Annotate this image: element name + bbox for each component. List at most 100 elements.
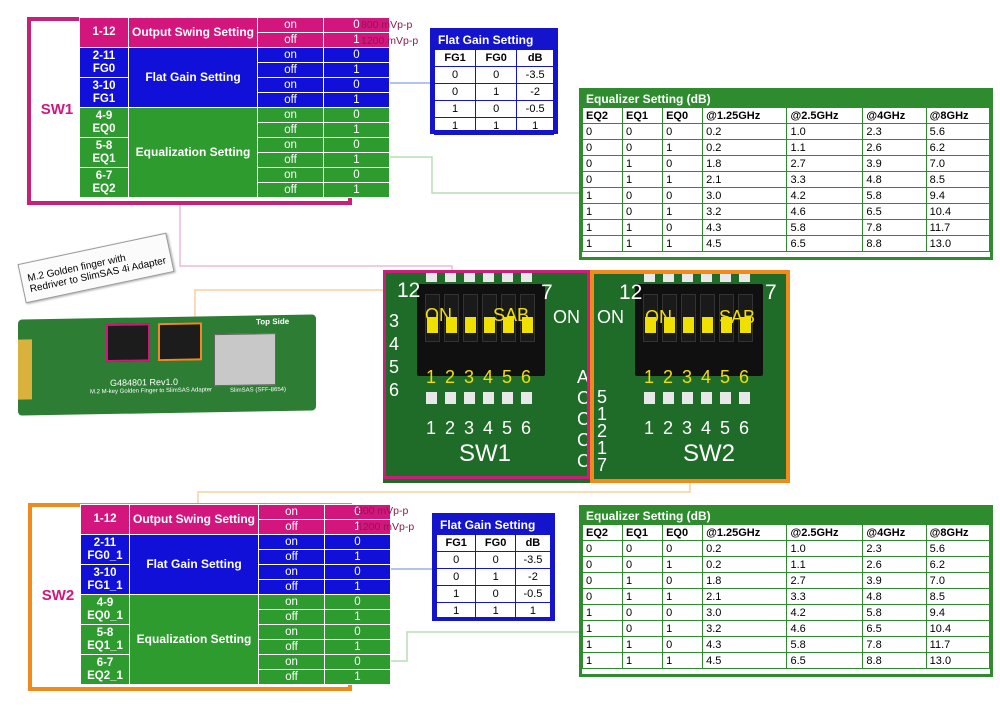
sw2-solder-pad [682, 392, 693, 404]
table-cell: 1 [581, 219, 624, 236]
table-cell: 0 [581, 556, 624, 573]
sw1-solder-pad [464, 270, 475, 282]
sw2-lever-number: 3 [682, 367, 693, 387]
sw2-lever [662, 294, 677, 342]
sw1-lever-number: 4 [483, 367, 494, 387]
sw1-pad-number: 3 [464, 418, 475, 438]
table-cell: 0.2 [702, 556, 788, 573]
table-cell: 3.2 [702, 203, 788, 220]
table-cell: 0.2 [702, 139, 788, 156]
sw1-solder-pad [483, 392, 494, 404]
table-cell: 6.5 [786, 235, 864, 252]
column-header: @2.5GHz [786, 524, 864, 541]
table-cell: 13.0 [925, 652, 991, 669]
sw1-solder-pad [445, 392, 456, 404]
column-header: @8GHz [925, 524, 991, 541]
sw2-solder-pad [682, 270, 693, 282]
column-header: EQ1 [622, 524, 664, 541]
sw2-solder-pad [663, 392, 674, 404]
board-thumbnail: Top Side G484801 Rev1.0 M.2 M-key Golden… [18, 314, 316, 416]
table-cell: 3.3 [786, 588, 864, 605]
column-header: @4GHz [862, 107, 927, 124]
table-cell: 4.5 [702, 652, 788, 669]
pcb-pin-number: 4 [389, 334, 400, 354]
sw1-lever-number: 3 [464, 367, 475, 387]
sw1-photo-frame [383, 270, 590, 479]
table-cell: 2.1 [702, 171, 788, 188]
sw1-solder-pad [483, 270, 494, 282]
sw2-pad-number: 4 [701, 418, 712, 438]
table-cell: 1.1 [786, 556, 864, 573]
sw1-lever-number: 5 [502, 367, 513, 387]
pcb-pin-number: 5 [389, 357, 400, 377]
table-cell: 1 [662, 620, 704, 637]
table-cell: 9.4 [925, 187, 991, 204]
table-cell: 9.4 [925, 604, 991, 621]
table-cell: 0 [622, 604, 664, 621]
equalization-label: Equalization Setting [128, 107, 258, 198]
column-header: EQ0 [662, 107, 704, 124]
table-cell: 0 [622, 203, 664, 220]
eq-line-1 [348, 156, 580, 194]
table-cell: 1 [622, 588, 664, 605]
table-cell: 6.2 [925, 556, 991, 573]
pin-3-10: 3-10 FG1_1 [80, 564, 130, 595]
table-cell: 1 [662, 588, 704, 605]
table-cell: 5.8 [862, 187, 927, 204]
column-header: @2.5GHz [786, 107, 864, 124]
table-cell: 1.8 [702, 155, 788, 172]
pcb-silkscreen-letter: C [577, 451, 590, 471]
pin-6-7: 6-7 EQ2 [79, 167, 129, 198]
equalization-label: Equalization Setting [129, 594, 259, 685]
swing-on-note-1: 800 mVp-p [361, 19, 413, 31]
table-cell: 0 [581, 155, 624, 172]
sw1-lever [520, 294, 535, 342]
sw1-label: SW1 [40, 101, 74, 118]
table-cell: 0 [662, 187, 704, 204]
table-cell: 7.0 [925, 155, 991, 172]
table-cell: 0 [622, 187, 664, 204]
table-cell: 3.0 [702, 187, 788, 204]
sw1-settings-table: 1-12 Output Swing Setting on 0 off 1 2-1… [79, 17, 390, 198]
table-cell: 1 [581, 203, 624, 220]
table-cell: 4.8 [862, 171, 927, 188]
sw1-solder-pad [502, 392, 513, 404]
table-cell: 7.8 [862, 219, 927, 236]
table-cell: 1 [622, 219, 664, 236]
sw1-solder-pad [502, 270, 513, 282]
thumb-sw2 [158, 322, 202, 362]
table-cell: 0 [662, 572, 704, 589]
table-cell: 3.2 [702, 620, 788, 637]
table-cell: 0 [662, 636, 704, 653]
table-cell: 1 [581, 187, 624, 204]
column-header: @4GHz [862, 524, 927, 541]
table-cell: 7.8 [862, 636, 927, 653]
table-cell: 1 [662, 235, 704, 252]
sw2-solder-pad [701, 392, 712, 404]
table-cell: 1 [662, 139, 704, 156]
column-header: EQ2 [581, 524, 624, 541]
pcb-silkscreen-number: 5 [597, 387, 608, 407]
pin-4-9: 4-9 EQ0 [79, 107, 129, 138]
table-cell: 0 [581, 171, 624, 188]
sw1-solder-pad [445, 270, 456, 282]
table-cell: 2.6 [862, 556, 927, 573]
pin-6-7: 6-7 EQ2_1 [80, 654, 130, 685]
sw1-photo-line [179, 204, 453, 272]
